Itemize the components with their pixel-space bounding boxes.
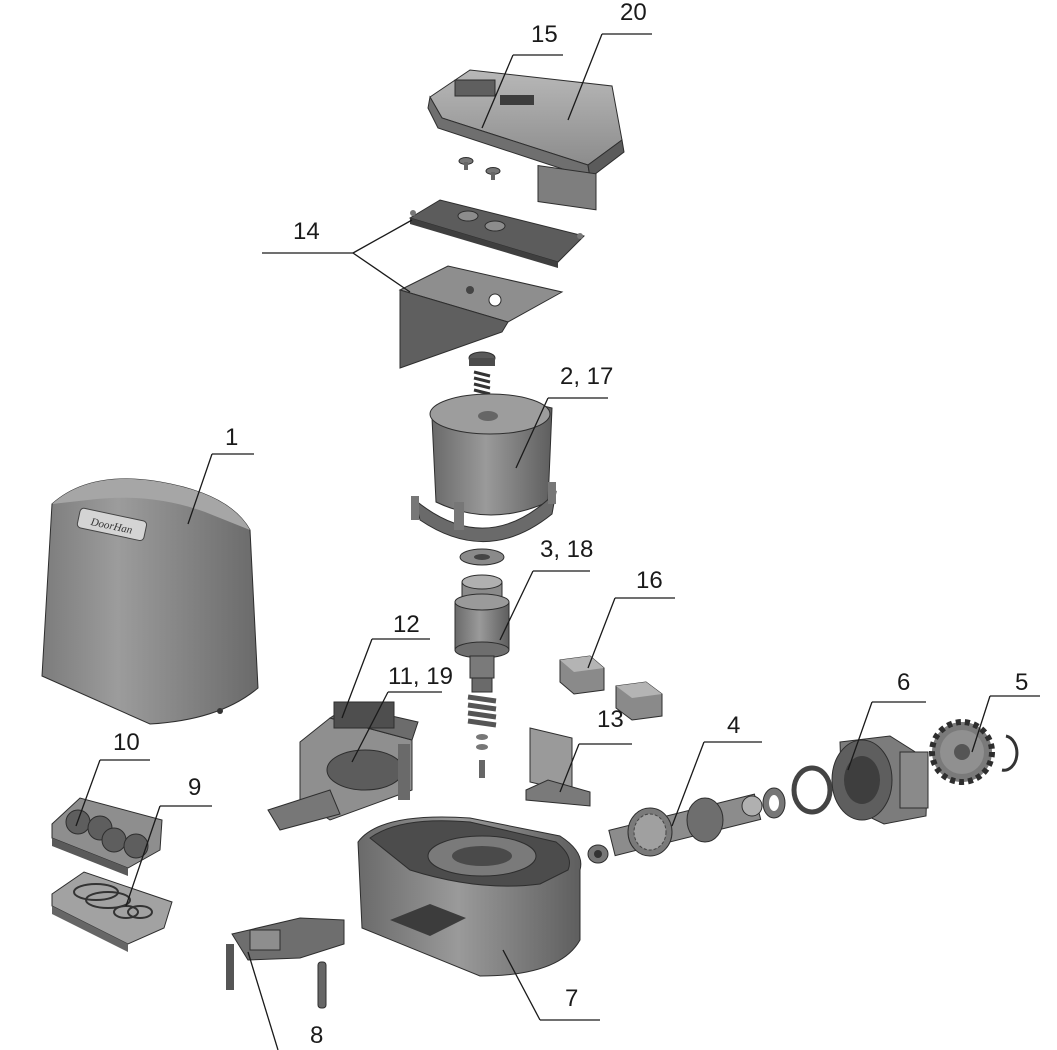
- callout-11-19: 11, 19: [388, 663, 453, 690]
- callout-10: 10: [113, 729, 140, 756]
- mounting-plate-part: [408, 199, 585, 268]
- bearing-flange-part: [831, 735, 929, 825]
- cover-part: DoorHan: [41, 478, 259, 725]
- callout-20: 20: [620, 0, 647, 26]
- callout-3-18: 3, 18: [540, 536, 593, 563]
- rotor-assembly-part: [454, 548, 510, 679]
- seal-rings-part: [762, 765, 833, 819]
- callout-15: 15: [531, 21, 558, 48]
- spring-set-part: [51, 871, 173, 952]
- cover-badge: DoorHan: [76, 507, 148, 542]
- callout-7: 7: [565, 985, 578, 1012]
- callout-labels: 20 15 14 2, 17 1 3, 18 16 12 11, 19 6 5 …: [113, 0, 1028, 1049]
- callout-8: 8: [310, 1022, 323, 1049]
- callout-4: 4: [727, 712, 740, 739]
- bracket-plate-part: [398, 265, 564, 369]
- callout-12: 12: [393, 611, 420, 638]
- motor-housing-part: [411, 393, 557, 543]
- drive-gear-part: [929, 719, 1019, 785]
- callout-13: 13: [597, 706, 624, 733]
- board-screws: [458, 157, 501, 180]
- callout-2-17: 2, 17: [560, 363, 613, 390]
- leader-lines: [75, 33, 1040, 1050]
- gearbox-housing-part: [357, 816, 582, 977]
- callout-16: 16: [636, 567, 663, 594]
- spring-part: [468, 351, 496, 396]
- worm-shaft-part: [467, 677, 497, 778]
- control-board-part: [427, 69, 625, 211]
- callout-1: 1: [225, 424, 238, 451]
- output-shaft-part: [587, 793, 763, 864]
- capacitor-block-part: [267, 701, 419, 831]
- callout-14: 14: [293, 218, 320, 245]
- magnet-set-part: [51, 797, 163, 876]
- callout-9: 9: [188, 774, 201, 801]
- release-handle-part: [226, 917, 345, 1009]
- callout-5: 5: [1015, 669, 1028, 696]
- magnet-blocks-part: [559, 655, 663, 721]
- callout-6: 6: [897, 669, 910, 696]
